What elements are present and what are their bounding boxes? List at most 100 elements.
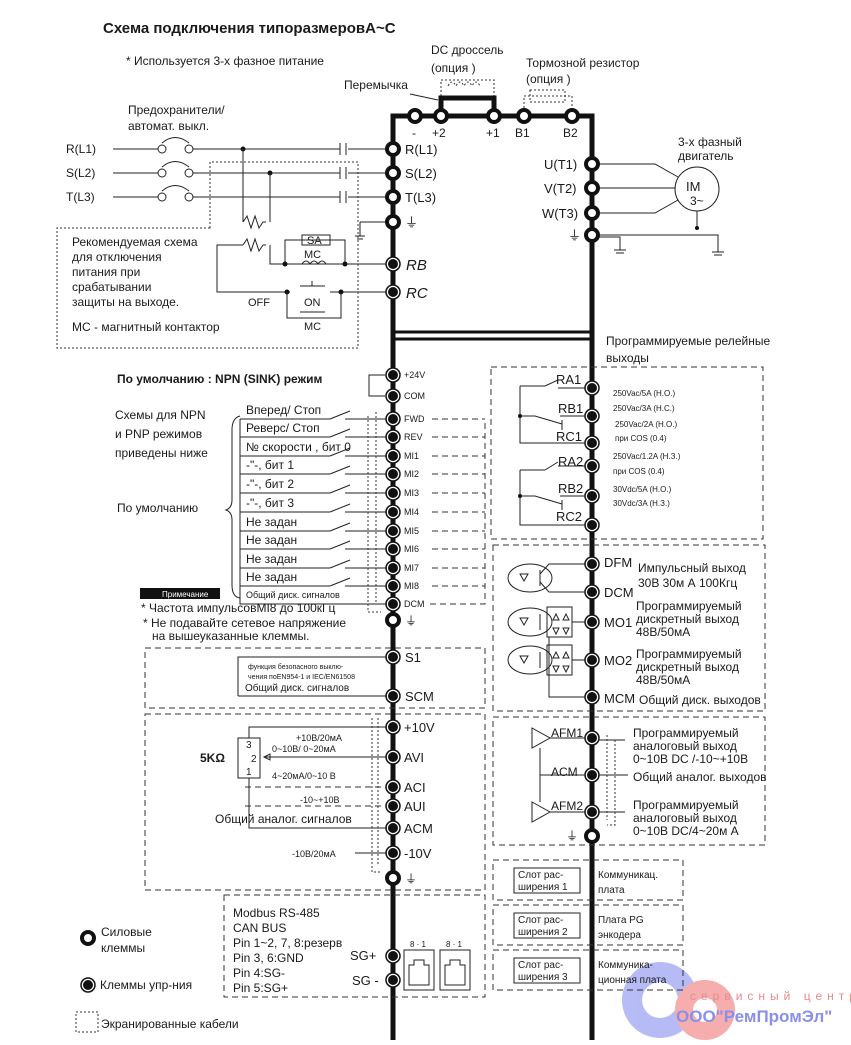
fuse-label-2: автомат. выкл. [128, 119, 209, 133]
label-minus10v: -10V [404, 846, 432, 861]
dfm-desc-2: 30В 30м А 100Кгц [638, 576, 737, 590]
brake-resistor-wires [523, 95, 573, 112]
pot-pin-2: 2 [251, 754, 257, 765]
optocouplers [507, 563, 585, 698]
relay-rating-1: 250Vac/5A (Н.О.) [613, 389, 675, 398]
rj45-port-1[interactable] [403, 949, 435, 991]
page-title: Схема подключения типоразмеровA~C [103, 20, 396, 37]
motor-wiring [598, 163, 724, 256]
control-terminal-core [388, 801, 398, 811]
ground-icon: ⏚ [566, 829, 578, 843]
control-terminal-core [388, 599, 398, 609]
watermark-logo [622, 962, 735, 1040]
analog-output-wiring [531, 727, 628, 826]
label-mcm: MCM [604, 691, 635, 706]
label-w: W(T3) [542, 206, 578, 221]
terminal-ground-analog[interactable] [385, 870, 401, 886]
label-com: COM [404, 391, 425, 401]
ai-label-acm: Общий аналог. сигналов [215, 812, 352, 826]
output-terminal-core [587, 520, 597, 530]
label-afm2: AFM2 [551, 799, 583, 813]
motor-label-2: двигатель [678, 149, 734, 163]
afm2-desc-1: Программируемый [633, 798, 739, 812]
afm2-desc-3: 0~10В DC/4~20м А [633, 824, 739, 838]
control-terminal-core [388, 526, 398, 536]
rj45-port-2[interactable] [439, 949, 471, 991]
slot-desc-1: Плата PG [598, 915, 644, 926]
note-2: * Не подавайте сетевое напряжение [143, 616, 346, 630]
mo1-desc-2: дискретный выход [636, 612, 739, 626]
legend-power-terminal-icon [80, 930, 96, 946]
label-b1: B1 [515, 126, 530, 140]
terminal-r[interactable] [385, 141, 401, 157]
terminal-b1[interactable] [516, 108, 532, 124]
label-ra1: RA1 [556, 372, 581, 387]
label-mo2: MO2 [604, 653, 632, 668]
terminal-minus[interactable] [407, 108, 423, 124]
terminal-w[interactable] [584, 205, 600, 221]
relay-rating-4: при COS (0.4) [615, 434, 667, 443]
label-plus2: +2 [432, 126, 446, 140]
control-terminal-core [388, 823, 398, 833]
terminal-s[interactable] [385, 165, 401, 181]
control-terminal-core [388, 563, 398, 573]
protection-line-3: питания при [72, 265, 140, 279]
label-u: U(T1) [544, 157, 577, 172]
comm-line-4: Pin 3, 6:GND [233, 951, 304, 965]
label-ra2: RA2 [558, 454, 583, 469]
protection-line-1: Рекомендуемая схема [72, 235, 198, 249]
slot-box [513, 912, 581, 939]
input-function-label: -"-, бит 3 [246, 496, 294, 510]
safety-line-2: чения поEN954-1 и IEC/EN61508 [248, 674, 355, 681]
comm-box [223, 894, 486, 998]
terminal-plus2[interactable] [433, 108, 449, 124]
comm-line-3: Pin 1~2, 7, 8:резерв [233, 936, 342, 950]
control-terminal-core [388, 752, 398, 762]
ai-label-minus10v: -10В/20мА [292, 849, 336, 859]
terminal-ground-input[interactable] [385, 214, 401, 230]
output-terminal-core [587, 617, 597, 627]
on-button-label: ON [304, 297, 321, 309]
input-terminal-label: MI7 [404, 563, 419, 573]
label-s: S(L2) [405, 166, 437, 181]
relay-rating-2: 250Vac/3A (Н.С.) [613, 404, 675, 413]
switch-contact [240, 577, 387, 587]
output-terminal-core [587, 655, 597, 665]
terminal-plus1[interactable] [486, 108, 502, 124]
switch-contact [240, 428, 387, 438]
ai-label-10v: +10В/20мА [296, 733, 342, 743]
label-rb: RB [406, 257, 427, 274]
terminal-u[interactable] [584, 156, 600, 172]
terminal-ground-output[interactable] [584, 227, 600, 243]
label-aui: AUI [404, 799, 426, 814]
safety-common: Общий диск. сигналов [245, 682, 349, 694]
brake-resistor-option: (опция ) [526, 72, 571, 86]
input-terminal-label: MI2 [404, 469, 419, 479]
control-terminal-core [388, 544, 398, 554]
relay-rating-3: 250Vac/2A (Н.О.) [615, 420, 677, 429]
label-acm-out: ACM [551, 765, 578, 779]
ground-icon: ⏚ [405, 215, 418, 230]
supply-t: T(L3) [66, 190, 95, 204]
terminal-ground-aout[interactable] [584, 828, 600, 844]
watermark-line2: ООО"РемПромЭл" [676, 1007, 832, 1026]
input-function-label: Вперед/ Стоп [246, 403, 321, 417]
terminal-t[interactable] [385, 189, 401, 205]
ground-icon: ⏚ [405, 872, 417, 886]
control-terminals [385, 367, 600, 861]
terminal-v[interactable] [584, 180, 600, 196]
npn-pnp-note-1: Схемы для NPN [115, 408, 206, 422]
terminal-ground-ctl[interactable] [385, 612, 401, 628]
brake-resistor-label: Тормозной резистор [526, 56, 640, 70]
slot-box [513, 957, 581, 984]
label-v: V(T2) [544, 181, 577, 196]
label-aci: ACI [404, 780, 426, 795]
terminal-b2[interactable] [564, 108, 580, 124]
slot-name-2: ширения 3 [518, 972, 568, 983]
dcm-common-label: Общий диск. сигналов [246, 590, 340, 600]
